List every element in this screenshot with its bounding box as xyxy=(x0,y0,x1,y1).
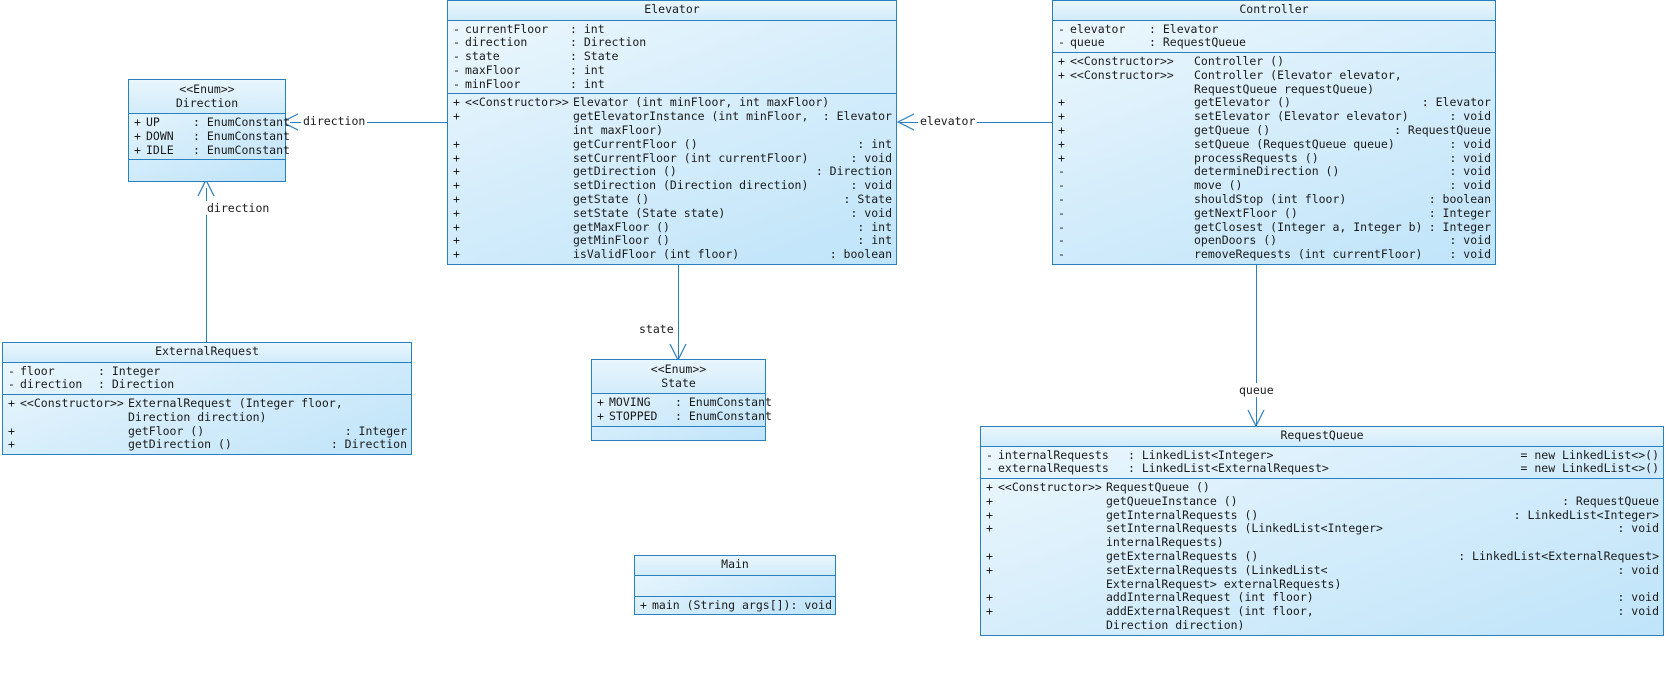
class-box-controller[interactable]: Controller -elevator: Elevator -queue: R… xyxy=(1052,0,1496,266)
class-box-main[interactable]: Main +main (String args[]): void xyxy=(634,555,836,616)
class-title-state: <<Enum>>State xyxy=(592,360,765,394)
method-row: -shouldStop (int floor): boolean xyxy=(1058,192,1491,207)
attribute-row: +MOVING: EnumConstant xyxy=(597,395,772,409)
attribute-row: +STOPPED: EnumConstant xyxy=(597,408,772,423)
assoc-label-state: state xyxy=(637,322,676,336)
methods-direction xyxy=(129,160,285,181)
attribute-row: -direction: Direction xyxy=(8,377,175,392)
method-row: +<<Constructor>>Controller (Elevator ele… xyxy=(1058,67,1402,82)
attributes-state: +MOVING: EnumConstant +STOPPED: EnumCons… xyxy=(592,394,772,427)
assoc-line-elevator-direction xyxy=(290,122,447,123)
method-row: +isValidFloor (int floor): boolean xyxy=(453,247,892,262)
method-row: +getMaxFloor (): int xyxy=(453,219,892,234)
method-row: +<<Constructor>>ExternalRequest (Integer… xyxy=(8,396,343,411)
attribute-row: -internalRequests: LinkedList<Integer>= … xyxy=(986,447,1659,462)
method-row: +main (String args[]): void xyxy=(640,597,833,612)
method-row: +getQueueInstance (): RequestQueue xyxy=(986,493,1659,508)
method-row: +setCurrentFloor (int currentFloor): voi… xyxy=(453,150,892,165)
method-row: +<<Constructor>>Controller () xyxy=(1058,54,1285,69)
attribute-row: +UP: EnumConstant xyxy=(134,115,290,129)
attribute-row: -floor: Integer xyxy=(8,363,161,378)
methods-state xyxy=(592,427,765,440)
methods-external-request: +<<Constructor>>ExternalRequest (Integer… xyxy=(3,395,411,454)
class-title-elevator: Elevator xyxy=(448,1,896,21)
stereotype-enum: <<Enum>> xyxy=(179,82,235,96)
assoc-line-externalrequest-direction xyxy=(206,188,207,343)
methods-elevator: +<<Constructor>>Elevator (int minFloor, … xyxy=(448,94,896,264)
method-row-cont: ExternalRequest> externalRequests) xyxy=(1106,576,1342,591)
attribute-row: +DOWN: EnumConstant xyxy=(134,128,290,143)
attribute-row: -currentFloor: int xyxy=(453,21,605,36)
class-box-direction[interactable]: <<Enum>>Direction +UP: EnumConstant +DOW… xyxy=(128,79,290,183)
method-row: +getDirection (): Direction xyxy=(8,437,407,452)
method-row: +setElevator (Elevator elevator): void xyxy=(1058,109,1491,124)
method-row: +getElevator (): Elevator xyxy=(1058,95,1491,110)
class-title-main: Main xyxy=(635,556,835,576)
method-row: -removeRequests (int currentFloor): void xyxy=(1058,247,1491,262)
methods-controller: +<<Constructor>>Controller () +<<Constru… xyxy=(1053,53,1495,264)
attributes-external-request: -floor: Integer -direction: Direction xyxy=(3,363,411,396)
method-row: +addExternalRequest (int floor,: void xyxy=(986,604,1659,619)
method-row: -getNextFloor (): Integer xyxy=(1058,205,1491,220)
method-row: -determineDirection (): void xyxy=(1058,164,1491,179)
method-row-cont: Direction direction) xyxy=(1106,618,1245,633)
class-box-state[interactable]: <<Enum>>State +MOVING: EnumConstant +STO… xyxy=(591,359,772,441)
arrow-controller-elevator xyxy=(896,113,915,131)
method-row-cont: internalRequests) xyxy=(1106,535,1224,550)
attributes-direction: +UP: EnumConstant +DOWN: EnumConstant +I… xyxy=(129,114,290,161)
attribute-row: -externalRequests: LinkedList<ExternalRe… xyxy=(986,461,1659,476)
method-row: +getMinFloor (): int xyxy=(453,233,892,248)
method-row: +getFloor (): Integer xyxy=(8,423,407,438)
attribute-row: -elevator: Elevator xyxy=(1058,21,1219,36)
attribute-row: -minFloor: int xyxy=(453,76,605,91)
attributes-main xyxy=(635,576,835,597)
assoc-label-direction-externalrequest: direction xyxy=(205,201,272,215)
method-row: -getClosest (Integer a, Integer b): Inte… xyxy=(1058,219,1491,234)
method-row: +setState (State state): void xyxy=(453,205,892,220)
method-row: +getState (): State xyxy=(453,192,892,207)
method-row: +processRequests (): void xyxy=(1058,150,1491,165)
method-row: +<<Constructor>>Elevator (int minFloor, … xyxy=(453,95,830,110)
stereotype-enum: <<Enum>> xyxy=(650,362,707,376)
attribute-row: +IDLE: EnumConstant xyxy=(134,142,290,157)
attribute-row: -maxFloor: int xyxy=(453,62,605,77)
attributes-controller: -elevator: Elevator -queue: RequestQueue xyxy=(1053,21,1495,54)
class-title-external-request: ExternalRequest xyxy=(3,343,411,363)
method-row-cont: RequestQueue requestQueue) xyxy=(1194,81,1375,96)
method-row: -openDoors (): void xyxy=(1058,233,1491,248)
class-title-controller: Controller xyxy=(1053,1,1495,21)
class-box-request-queue[interactable]: RequestQueue -internalRequests: LinkedLi… xyxy=(980,426,1664,636)
method-row: +getInternalRequests (): LinkedList<Inte… xyxy=(986,507,1659,522)
method-row-cont: Direction direction) xyxy=(128,409,267,424)
methods-request-queue: +<<Constructor>>RequestQueue () +getQueu… xyxy=(981,479,1663,635)
method-row: +addInternalRequest (int floor): void xyxy=(986,590,1659,605)
assoc-label-elevator: elevator xyxy=(918,114,978,128)
method-row: +getDirection (): Direction xyxy=(453,164,892,179)
attributes-request-queue: -internalRequests: LinkedList<Integer>= … xyxy=(981,447,1663,480)
assoc-line-controller-requestqueue xyxy=(1256,263,1257,426)
method-row: +setDirection (Direction direction): voi… xyxy=(453,178,892,193)
method-row: +getQueue (): RequestQueue xyxy=(1058,123,1491,138)
assoc-label-queue: queue xyxy=(1237,383,1276,397)
class-title-direction: <<Enum>>Direction xyxy=(129,80,285,114)
class-box-external-request[interactable]: ExternalRequest -floor: Integer -directi… xyxy=(2,342,412,456)
attribute-row: -state: State xyxy=(453,49,619,64)
method-row: +getExternalRequests (): LinkedList<Exte… xyxy=(986,549,1659,564)
method-row-cont: int maxFloor) xyxy=(573,123,664,138)
attribute-row: -queue: RequestQueue xyxy=(1058,35,1246,50)
attribute-row: -direction: Direction xyxy=(453,35,647,50)
attributes-elevator: -currentFloor: int -direction: Direction… xyxy=(448,21,896,95)
method-row: +setInternalRequests (LinkedList<Integer… xyxy=(986,521,1659,536)
method-row: +setExternalRequests (LinkedList<: void xyxy=(986,562,1659,577)
method-row: +getCurrentFloor (): int xyxy=(453,136,892,151)
class-title-request-queue: RequestQueue xyxy=(981,427,1663,447)
methods-main: +main (String args[]): void xyxy=(635,597,835,615)
assoc-label-direction-elevator: direction xyxy=(301,114,368,128)
method-row: -move (): void xyxy=(1058,178,1491,193)
class-box-elevator[interactable]: Elevator -currentFloor: int -direction: … xyxy=(447,0,897,266)
assoc-line-elevator-state xyxy=(678,263,679,360)
method-row: +setQueue (RequestQueue queue): void xyxy=(1058,136,1491,151)
method-row: +<<Constructor>>RequestQueue () xyxy=(986,480,1210,495)
method-row: +getElevatorInstance (int minFloor,: Ele… xyxy=(453,109,892,124)
